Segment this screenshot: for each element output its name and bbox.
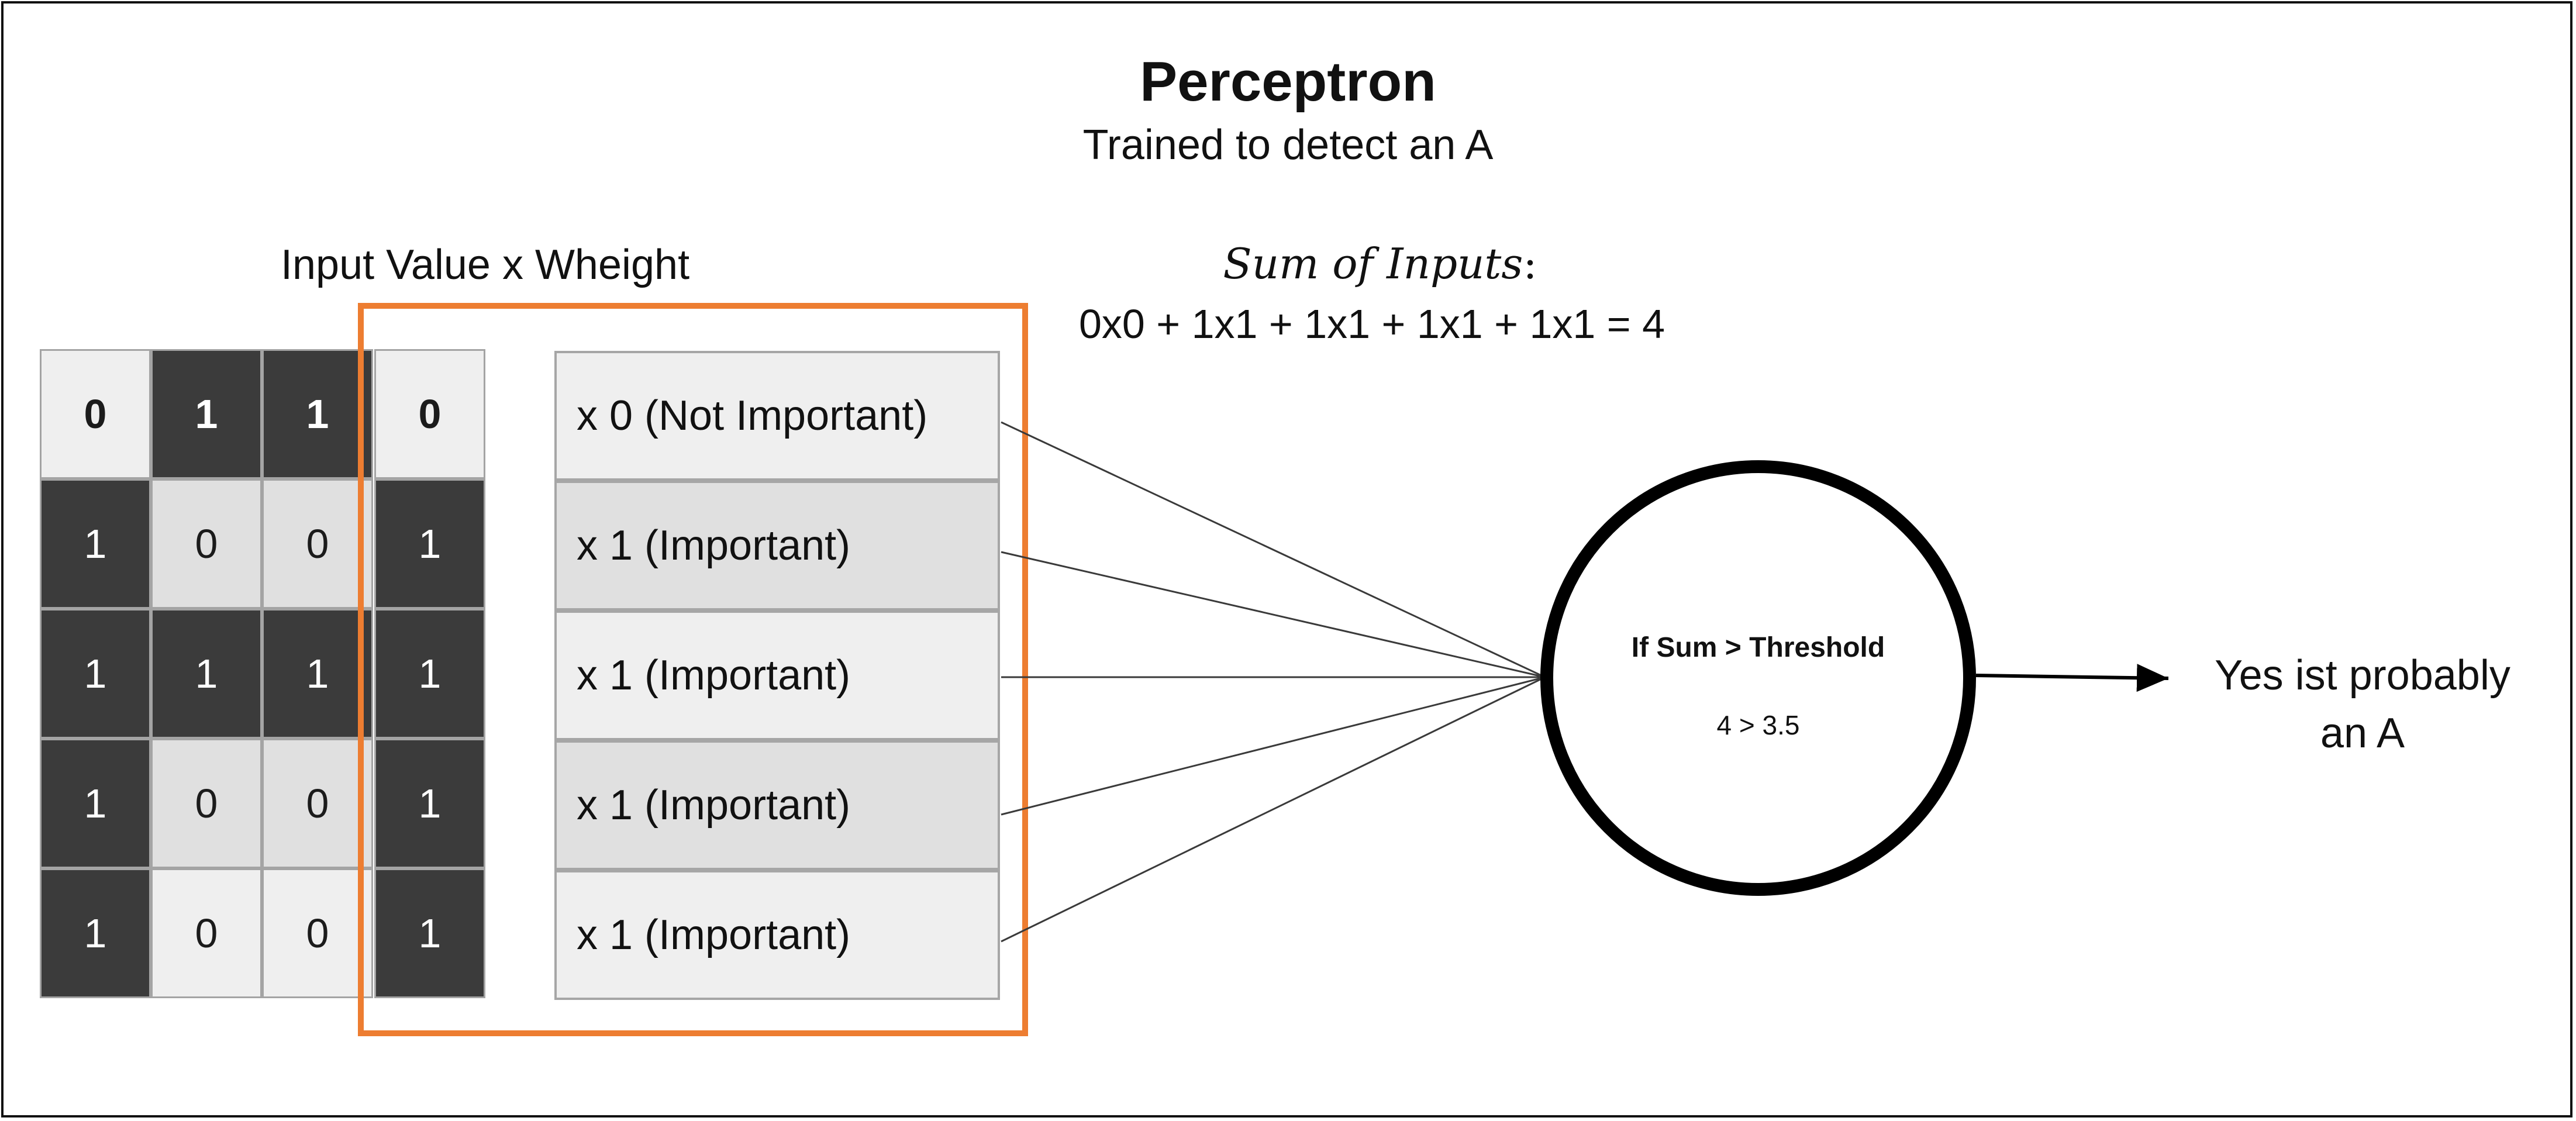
grid-cell-r3-c1: 0 (151, 739, 262, 868)
grid-cell-r0-c0: 0 (40, 349, 151, 479)
grid-cell-r0-c1: 1 (151, 349, 262, 479)
grid-cell-r4-c0: 1 (40, 868, 151, 998)
threshold-rule: If Sum > Threshold (1631, 632, 1885, 663)
grid-cell-r2-c1: 1 (151, 609, 262, 739)
grid-cell-r0-c2: 1 (262, 349, 373, 479)
grid-cell-r2-c2: 1 (262, 609, 373, 739)
weight-row-4: x 1 (Important) (554, 740, 1000, 870)
grid-cell-r4-c3: 1 (374, 868, 485, 998)
grid-cell-r1-c2: 0 (262, 479, 373, 609)
grid-cell-r4-c2: 0 (262, 868, 373, 998)
grid-cell-r0-c3: 0 (374, 349, 485, 479)
grid-cell-r2-c3: 1 (374, 609, 485, 739)
diagram-title: Perceptron (1140, 50, 1436, 113)
perceptron-node: If Sum > Threshold 4 > 3.5 (1540, 460, 1976, 896)
grid-cell-r1-c0: 1 (40, 479, 151, 609)
input-heading: Input Value x Wheight (281, 242, 690, 288)
connection-line-4 (1001, 676, 1546, 816)
grid-cell-r3-c0: 1 (40, 739, 151, 868)
output-arrow (1975, 664, 2169, 692)
weight-row-5: x 1 (Important) (554, 870, 1000, 1000)
grid-cell-r4-c1: 0 (151, 868, 262, 998)
weighted-inputs-highlight (358, 303, 1028, 1036)
output-line-1: Yes ist probably (2215, 652, 2511, 699)
grid-cell-r3-c3: 1 (374, 739, 485, 868)
output-label: Yes ist probably an A (2175, 647, 2550, 763)
threshold-comparison: 4 > 3.5 (1716, 710, 1800, 740)
connection-line-2 (1001, 551, 1546, 678)
input-grid: 0 1 1 0 1 0 0 1 1 1 1 1 1 0 0 1 1 0 0 1 (40, 349, 485, 1001)
weight-row-2: x 1 (Important) (554, 481, 1000, 610)
connection-line-5 (1001, 676, 1546, 943)
sum-label-text: Sum of Inputs (1223, 239, 1523, 288)
connection-line-1 (1001, 421, 1546, 678)
weight-row-3: x 1 (Important) (554, 610, 1000, 740)
weights-column: x 0 (Not Important) x 1 (Important) x 1 … (554, 351, 1000, 1001)
grid-cell-r1-c1: 0 (151, 479, 262, 609)
weight-row-1: x 0 (Not Important) (554, 351, 1000, 481)
sum-expression: 0x0 + 1x1 + 1x1 + 1x1 + 1x1 = 4 (1078, 301, 1665, 347)
grid-cell-r2-c0: 1 (40, 609, 151, 739)
sum-label-colon: : (1523, 239, 1537, 288)
sum-label: Sum of Inputs: (1193, 239, 1567, 289)
output-line-2: an A (2320, 710, 2405, 757)
diagram-subtitle: Trained to detect an A (1082, 122, 1494, 168)
grid-cell-r3-c2: 0 (262, 739, 373, 868)
grid-cell-r1-c3: 1 (374, 479, 485, 609)
